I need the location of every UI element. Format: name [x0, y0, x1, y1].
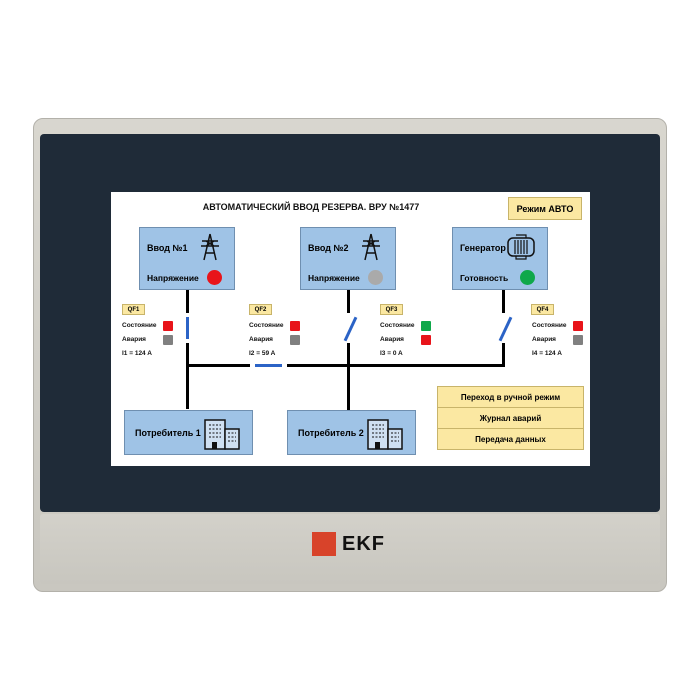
voltage-indicator [207, 270, 222, 285]
ready-indicator [520, 270, 535, 285]
bottom-strip [40, 514, 660, 584]
action-menu: Переход в ручной режим Журнал аварий Пер… [437, 386, 584, 450]
page-title: АВТОМАТИЧЕСКИЙ ВВОД РЕЗЕРВА. ВРУ №1477 [202, 202, 420, 212]
alarm-indicator [573, 335, 583, 345]
qf4-switch [498, 316, 513, 342]
power-tower-icon [201, 233, 219, 261]
brand-text: EKF [342, 532, 385, 555]
state-label: Состояние [249, 322, 284, 329]
alarm-label: Авария [249, 336, 273, 343]
alarm-log-button[interactable]: Журнал аварий [437, 407, 584, 429]
consumer-name: Потребитель 1 [135, 428, 201, 438]
alarm-label: Авария [122, 336, 146, 343]
data-transfer-button[interactable]: Передача данных [437, 428, 584, 450]
source-status-label: Напряжение [147, 273, 199, 283]
alarm-indicator [163, 335, 173, 345]
breaker-label: QF1 [122, 304, 145, 315]
source-status-label: Готовность [460, 273, 509, 283]
consumer-2[interactable]: Потребитель 2 [287, 410, 416, 455]
breaker-label: QF3 [380, 304, 403, 315]
current-value: I3 = 0 A [380, 350, 403, 357]
alarm-indicator [421, 335, 431, 345]
source-status-label: Напряжение [308, 273, 360, 283]
building-icon [204, 419, 240, 450]
source-name: Генератор [460, 243, 506, 253]
breaker-label: QF4 [531, 304, 554, 315]
current-value: I1 = 124 A [122, 350, 152, 357]
qf2-switch [255, 364, 282, 367]
state-label: Состояние [380, 322, 415, 329]
manual-mode-button[interactable]: Переход в ручной режим [437, 386, 584, 408]
consumer-name: Потребитель 2 [298, 428, 364, 438]
hmi-screen: АВТОМАТИЧЕСКИЙ ВВОД РЕЗЕРВА. ВРУ №1477 Р… [111, 192, 590, 466]
source-name: Ввод №1 [147, 243, 188, 253]
power-tower-icon [362, 233, 380, 261]
qf3-switch [343, 316, 358, 342]
current-value: I2 = 59 A [249, 350, 276, 357]
alarm-label: Авария [532, 336, 556, 343]
source-name: Ввод №2 [308, 243, 349, 253]
current-value: I4 = 124 A [532, 350, 562, 357]
generator-icon [507, 234, 535, 260]
source-input-1[interactable]: Ввод №1 Напряжение [139, 227, 235, 290]
source-generator[interactable]: Генератор Готовность [452, 227, 548, 290]
source-input-2[interactable]: Ввод №2 Напряжение [300, 227, 396, 290]
voltage-indicator [368, 270, 383, 285]
alarm-indicator [290, 335, 300, 345]
state-indicator [290, 321, 300, 331]
breaker-label: QF2 [249, 304, 272, 315]
mode-button[interactable]: Режим АВТО [508, 197, 582, 220]
qf1-switch [186, 317, 189, 339]
ekf-logo-icon [312, 532, 336, 556]
state-label: Состояние [532, 322, 567, 329]
consumer-1[interactable]: Потребитель 1 [124, 410, 253, 455]
state-indicator [421, 321, 431, 331]
state-indicator [163, 321, 173, 331]
alarm-label: Авария [380, 336, 404, 343]
state-label: Состояние [122, 322, 157, 329]
building-icon [367, 419, 403, 450]
brand-logo: EKF [312, 532, 385, 556]
state-indicator [573, 321, 583, 331]
